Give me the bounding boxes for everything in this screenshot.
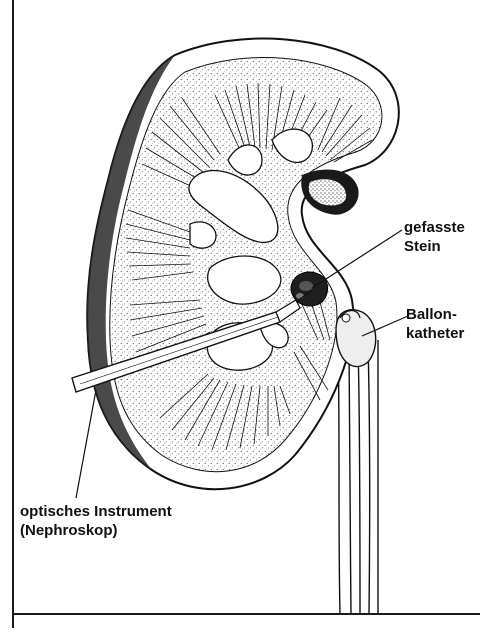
label-nephroscope: optisches Instrument (Nephroskop) — [20, 502, 172, 540]
label-captured-stone-line2: Stein — [404, 237, 465, 256]
label-nephroscope-line2: (Nephroskop) — [20, 521, 172, 540]
label-balloon-catheter-line2: katheter — [406, 324, 464, 343]
label-captured-stone-line1: gefasste — [404, 218, 465, 237]
label-captured-stone: gefasste Stein — [404, 218, 465, 256]
label-balloon-catheter: Ballon- katheter — [406, 305, 464, 343]
scope-leader — [76, 390, 96, 498]
ureter — [338, 340, 378, 614]
balloon-catheter — [336, 310, 376, 367]
label-nephroscope-line1: optisches Instrument — [20, 502, 172, 521]
label-balloon-catheter-line1: Ballon- — [406, 305, 464, 324]
